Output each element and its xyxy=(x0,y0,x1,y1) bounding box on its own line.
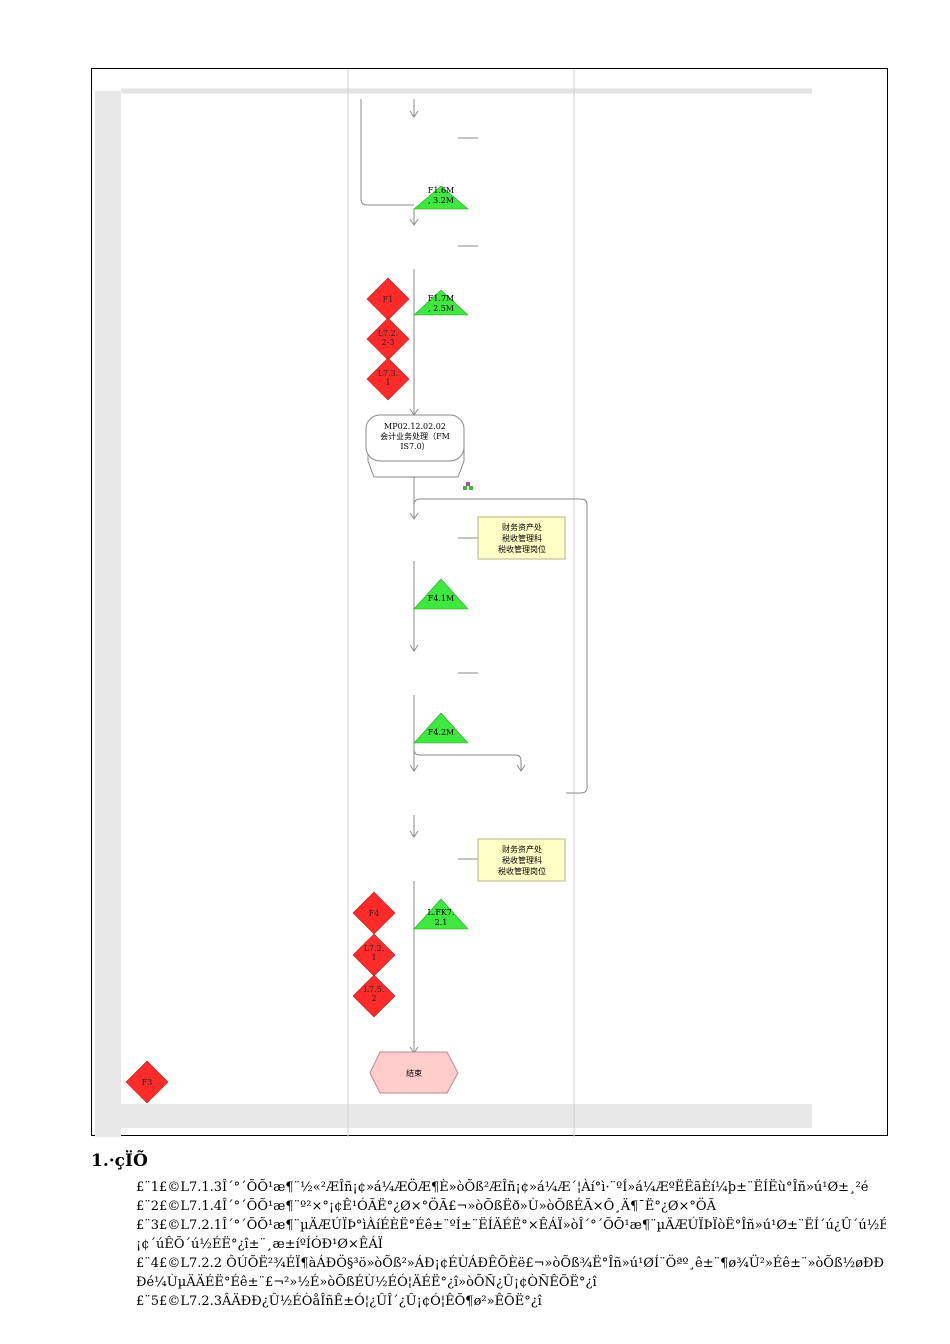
role-label: 税收管理岗位 xyxy=(498,544,546,554)
note-line-3: £¨3£©L7.2.1Î´°´ÕÕ¹æ¶¨µÄÆÚÏÞ°ìÀíÉÈË°Éê±¨º… xyxy=(136,1218,886,1233)
gateway-label: F3 xyxy=(142,1078,153,1087)
svg-text:F1.7M, 2.5M: F1.7M, 2.5M xyxy=(428,294,454,313)
svg-text:L7.5.2: L7.5.2 xyxy=(364,985,385,1003)
gateway-label: L7.3. xyxy=(378,369,399,378)
milestone-label: 2.1 xyxy=(435,918,448,927)
milestone-fk7: L.FK7.2.1 xyxy=(413,898,469,930)
arrow-head xyxy=(409,764,419,772)
gateway-label: F4 xyxy=(369,909,380,918)
svg-text:财务资产处税收管理科税收管理岗位: 财务资产处税收管理科税收管理岗位 xyxy=(498,522,546,554)
arrow-head xyxy=(409,110,419,118)
milestone-f42m: F4.2M xyxy=(413,712,469,744)
milestone-label: F1.7M xyxy=(428,294,454,303)
notes-heading: 1.·çÏÕ xyxy=(91,1151,148,1171)
svg-text:F4: F4 xyxy=(369,909,380,918)
role-box-2: 财务资产处税收管理科税收管理岗位 xyxy=(477,838,566,882)
milestone-f41m: F4.1M xyxy=(413,578,469,610)
risk-notes: 1.·çÏÕ £¨1£©L7.1.3Î´°´ÕÕ¹æ¶¨½«²ÆÎñ¡¢»á¼Æ… xyxy=(91,1150,891,1311)
svg-text:F3: F3 xyxy=(142,1078,153,1087)
svg-text:F4.2M: F4.2M xyxy=(428,728,454,737)
end-label: 结束 xyxy=(406,1068,422,1078)
loop-line-bottom xyxy=(360,198,414,206)
note-line-4: ¡¢´úÊÕ´ú½ÉË°¿î±¨¸æ±íºÍÓÐ¹Ø×ÊÁÏ xyxy=(136,1237,383,1252)
role-label: 财务资产处 xyxy=(502,844,542,854)
role-label: 税收管理科 xyxy=(502,855,542,865)
note-line-5: £¨4£©L7.2.2 ÔÚÕË²¾ÉÏ¶àÁÐÖ§³ö»òÕß²»ÁÐ¡¢ÉÙ… xyxy=(136,1256,885,1271)
end-event: 结束 xyxy=(369,1051,459,1094)
branch-line xyxy=(413,748,522,771)
gateway-label: 2 xyxy=(371,994,376,1003)
loop-line-right xyxy=(413,498,588,794)
role-label: 税收管理岗位 xyxy=(498,866,546,876)
svg-text:L7.2.2-3: L7.2.2-3 xyxy=(378,329,399,347)
milestone-label: F1.6M xyxy=(428,186,454,195)
gateway-f4: F4 xyxy=(352,891,396,935)
gateway-l722-3: L7.2.2-3 xyxy=(366,317,410,361)
milestone-label: F4.1M xyxy=(428,594,454,603)
milestone-label: F4.2M xyxy=(428,728,454,737)
subprocess-label: MP02.12.02.02 xyxy=(384,422,446,431)
subprocess-label: IS7.0） xyxy=(400,442,429,451)
svg-text:F1.6M, 3.2M: F1.6M, 3.2M xyxy=(428,186,454,205)
milestone-label: , 3.2M xyxy=(428,196,454,205)
role-label: 税收管理科 xyxy=(502,533,542,543)
gateway-label: 1 xyxy=(385,378,390,387)
gateway-f1: F1 xyxy=(366,277,410,321)
gateway-label: 2-3 xyxy=(382,338,395,347)
gateway-l752: L7.5.2 xyxy=(352,974,396,1018)
gateway-label: L7.2. xyxy=(364,944,385,953)
svg-text:财务资产处税收管理科税收管理岗位: 财务资产处税收管理科税收管理岗位 xyxy=(498,844,546,876)
svg-text:F4.1M: F4.1M xyxy=(428,594,454,603)
flowchart-frame: F1.6M, 3.2M F1.7M, 2.5M F4.1M F4.2M L.FK… xyxy=(91,68,888,1137)
milestone-label: L.FK7. xyxy=(427,908,454,917)
gateway-l721: L7.2.1 xyxy=(352,933,396,977)
arrow-head xyxy=(409,218,419,226)
note-line-2: £¨2£©L7.1.4Î´°´ÕÕ¹æ¶¨º²×°¡¢Ê¹ÓÃË°¿Ø×°ÖÃ£… xyxy=(136,1199,716,1214)
milestone-label: , 2.5M xyxy=(428,304,454,313)
arrow-head xyxy=(409,644,419,652)
svg-text:L7.3.1: L7.3.1 xyxy=(378,369,399,387)
arrow-head xyxy=(516,764,526,772)
subprocess-link-icon[interactable] xyxy=(463,482,473,490)
gateway-f3: F3 xyxy=(125,1060,169,1104)
note-line-6: Ðé¼ÙµÄÄÉË°Éê±¨£¬²»½É»òÕßÉÙ½ÉÓ¦ÄÉË°¿î»òÕÑ… xyxy=(136,1275,597,1290)
milestone-f17m: F1.7M, 2.5M xyxy=(413,289,469,316)
connector-lines xyxy=(360,99,588,1054)
lane-corner xyxy=(95,1128,121,1137)
subprocess-label: 会计业务处理（FM xyxy=(380,431,450,441)
note-line-1: £¨1£©L7.1.3Î´°´ÕÕ¹æ¶¨½«²ÆÎñ¡¢»á¼ÆÖÆ¶È»òÕ… xyxy=(136,1180,869,1195)
gateway-label: L7.5. xyxy=(364,985,385,994)
gateway-l731: L7.3.1 xyxy=(366,357,410,401)
gateway-label: F1 xyxy=(383,295,394,304)
role-label: 财务资产处 xyxy=(502,522,542,532)
gateway-label: 1 xyxy=(371,953,376,962)
lane-header-column xyxy=(95,91,121,1137)
flowchart-canvas: F1.6M, 3.2M F1.7M, 2.5M F4.1M F4.2M L.FK… xyxy=(95,69,812,1137)
milestone-f16m: F1.6M, 3.2M xyxy=(413,185,469,210)
note-line-7: £¨5£©L7.2.3ÂÄÐÐ¿Û½ÉÒåÎñÊ±Ó¦¿ÛÎ´¿Û¡¢Ó¦ÊÕ¶… xyxy=(136,1294,542,1309)
arrow-head xyxy=(409,830,419,838)
svg-text:L7.2.1: L7.2.1 xyxy=(364,944,385,962)
svg-text:L.FK7.2.1: L.FK7.2.1 xyxy=(427,908,454,927)
role-box-1: 财务资产处税收管理科税收管理岗位 xyxy=(477,516,566,560)
gateway-label: L7.2. xyxy=(378,329,399,338)
svg-text:F1: F1 xyxy=(383,295,394,304)
lane-footer-band xyxy=(121,1104,812,1128)
